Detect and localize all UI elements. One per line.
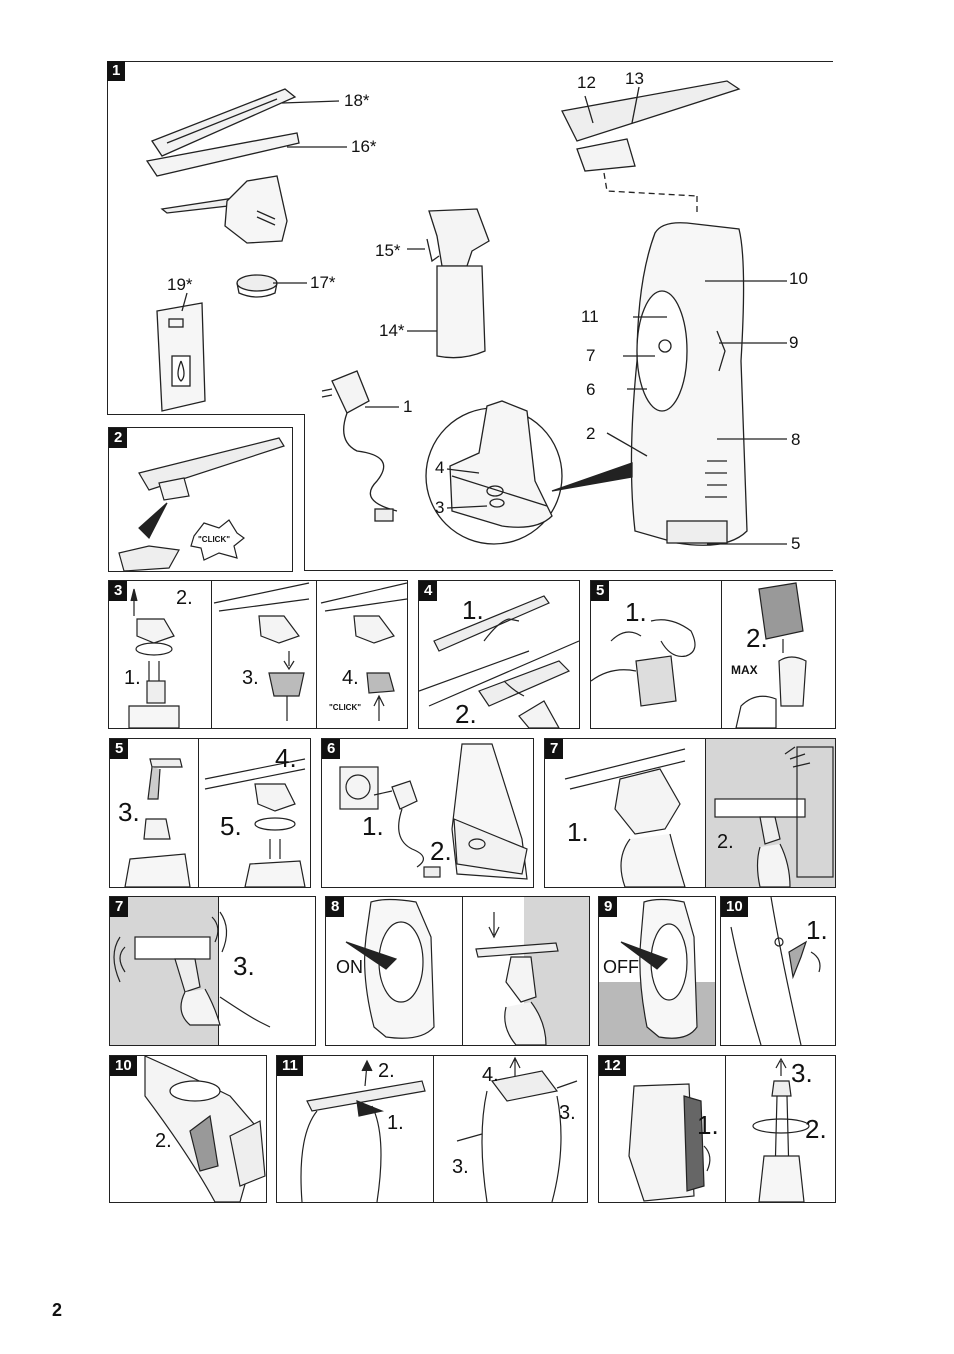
step-1: 1. (697, 1110, 719, 1140)
figure-9: 9 OFF (598, 896, 716, 1046)
step-3: 3. (791, 1058, 813, 1088)
callout-1: 1 (403, 397, 413, 416)
figure-9-drawing (620, 898, 698, 1039)
figure-10a-drawing (730, 897, 821, 1045)
figure-3: 3 2. 1. 3. 4. "CLICK" (108, 580, 408, 729)
figure-4-drawing (419, 595, 579, 728)
figure-11-drawing (300, 1056, 578, 1202)
figure-10a: 10 1. (720, 896, 836, 1046)
figure-1-drawings (145, 80, 787, 546)
callout-17: 17* (310, 273, 336, 292)
figure-8-drawing (345, 898, 559, 1045)
step-2: 2. (430, 836, 452, 866)
step-4: 4. (342, 667, 359, 689)
off-label: OFF (603, 957, 639, 977)
callout-11: 11 (581, 307, 599, 326)
figure-number: 5 (591, 581, 610, 601)
page-number: 2 (52, 1300, 63, 1320)
step-2: 2. (746, 623, 768, 653)
step-1: 1. (124, 667, 141, 689)
figure-number: 8 (326, 897, 345, 917)
figure-7a-drawing (564, 746, 834, 887)
step-1: 1. (625, 597, 647, 627)
step-2: 2. (805, 1114, 827, 1144)
figure-number: 4 (419, 581, 438, 601)
callout-4: 4 (435, 458, 445, 477)
step-1: 1. (362, 811, 384, 841)
figure-12-drawing (628, 1057, 810, 1202)
figure-number: 1 (107, 61, 126, 81)
step-2: 2. (378, 1060, 395, 1082)
callout-2: 2 (586, 424, 596, 443)
figure-number: 5 (110, 739, 129, 759)
step-1: 1. (567, 817, 589, 847)
callout-6: 6 (586, 380, 596, 399)
step-5: 5. (220, 811, 242, 841)
step-4: 4. (275, 743, 297, 773)
figure-11: 11 2. 1. 4. 3. 3. (276, 1055, 588, 1203)
figure-number: 3 (109, 581, 128, 601)
step-1: 1. (462, 595, 484, 625)
figure-10b: 10 2. (109, 1055, 267, 1203)
figure-number: 12 (599, 1056, 626, 1076)
callout-3: 3 (435, 498, 445, 517)
step-2: 2. (455, 699, 477, 729)
figure-6: 6 1. 2. (321, 738, 534, 888)
step-3: 3. (242, 667, 259, 689)
step-1: 1. (387, 1112, 404, 1134)
callout-14: 14* (379, 321, 405, 340)
figure-5b-drawing (124, 758, 306, 887)
callout-7: 7 (586, 346, 596, 365)
callout-19: 19* (167, 275, 193, 294)
figure-1: 1 (107, 61, 833, 571)
click-text: "CLICK" (329, 703, 362, 712)
figure-7b: 7 3. (109, 896, 316, 1046)
max-marking: MAX (731, 663, 758, 677)
figure-8: 8 ON (325, 896, 590, 1046)
callout-9: 9 (789, 333, 799, 352)
step-3: 3. (233, 951, 255, 981)
figure-3-drawing (128, 582, 407, 728)
figure-number: 7 (545, 739, 564, 759)
figure-10b-drawing (144, 1056, 266, 1202)
figure-number: 2 (109, 428, 128, 448)
callout-18: 18* (344, 91, 370, 110)
step-4: 4. (482, 1064, 499, 1086)
figure-number: 10 (721, 897, 748, 917)
callout-16: 16* (351, 137, 377, 156)
step-3-right: 3. (559, 1102, 576, 1124)
figure-number: 10 (110, 1056, 137, 1076)
step-2: 2. (176, 587, 193, 609)
figure-5a-drawing (591, 582, 807, 728)
callout-15: 15* (375, 241, 401, 260)
step-2: 2. (155, 1130, 172, 1152)
step-3-left: 3. (452, 1156, 469, 1178)
figure-2: 2 "CLICK" (108, 427, 293, 572)
figure-number: 6 (322, 739, 341, 759)
callout-13: 13 (625, 69, 644, 88)
figure-6-drawing (339, 743, 528, 880)
callout-12: 12 (577, 73, 596, 92)
callout-8: 8 (791, 430, 801, 449)
click-text: "CLICK" (198, 535, 231, 544)
figure-4: 4 1. 2. (418, 580, 580, 729)
step-3: 3. (118, 797, 140, 827)
figure-2-drawing (118, 437, 285, 571)
figure-7a: 7 1. 2. (544, 738, 836, 888)
step-2: 2. (717, 831, 734, 853)
figure-number: 11 (277, 1056, 303, 1076)
on-label: ON (336, 957, 363, 977)
figure-5b: 5 3. 4. 5. (109, 738, 311, 888)
figure-5a: 5 1. 2. MAX (590, 580, 836, 729)
figure-number: 9 (599, 897, 618, 917)
figure-7b-drawing (113, 911, 271, 1028)
figure-number: 7 (110, 897, 129, 917)
callout-10: 10 (789, 269, 808, 288)
figure-12: 12 1. 3. 2. (598, 1055, 836, 1203)
callout-5: 5 (791, 534, 801, 553)
step-1: 1. (806, 915, 828, 945)
